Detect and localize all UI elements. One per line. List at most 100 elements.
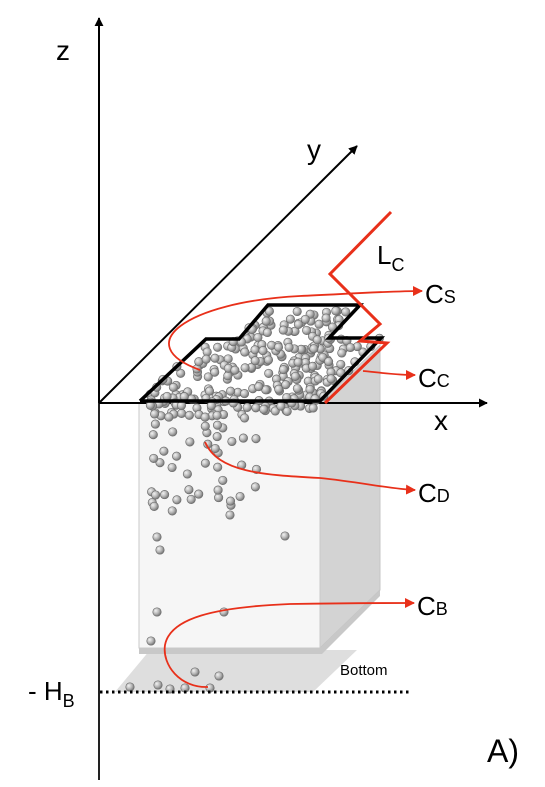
particle — [302, 325, 312, 335]
particle — [213, 485, 223, 495]
particle — [155, 458, 165, 468]
particle — [148, 430, 158, 440]
particle — [210, 367, 220, 377]
particle — [337, 348, 347, 358]
particle — [194, 489, 204, 499]
cs-curve — [168, 286, 423, 371]
particle — [263, 355, 274, 365]
particle — [153, 680, 163, 690]
particle — [258, 346, 268, 356]
particle — [150, 419, 160, 429]
particle — [300, 314, 310, 324]
particle — [285, 314, 295, 324]
particle — [293, 357, 303, 367]
particle — [274, 384, 284, 394]
cd-curve — [204, 441, 416, 495]
particle — [327, 322, 338, 332]
particle — [226, 386, 236, 396]
particle — [213, 342, 223, 352]
cs-label: CS — [425, 279, 456, 309]
particle — [309, 344, 319, 354]
particle — [225, 510, 235, 520]
particle — [184, 485, 194, 495]
particle — [278, 365, 288, 375]
particle — [204, 386, 215, 396]
particle — [210, 443, 220, 454]
particle — [212, 420, 223, 430]
particle — [242, 402, 252, 412]
particle — [240, 363, 250, 373]
particle — [250, 482, 260, 492]
panel-label: A) — [487, 733, 519, 769]
particle — [313, 374, 323, 384]
particle — [168, 382, 178, 392]
cc-label: CC — [418, 363, 450, 393]
particle — [190, 667, 200, 677]
particle — [214, 493, 224, 503]
particle — [172, 495, 182, 505]
particle — [185, 437, 195, 447]
particle — [201, 354, 211, 364]
particle — [218, 475, 228, 485]
particle — [200, 421, 210, 431]
particle — [152, 532, 162, 542]
particle — [312, 335, 322, 345]
particle — [213, 462, 223, 472]
particle — [292, 383, 302, 394]
particle — [273, 342, 284, 352]
particle — [280, 531, 290, 541]
particle — [167, 506, 177, 516]
particle — [262, 327, 272, 338]
particle — [250, 345, 260, 355]
y-axis-label: y — [307, 134, 321, 165]
particle — [292, 306, 302, 317]
z-axis-label: z — [56, 35, 70, 66]
lc-label: LC — [377, 240, 404, 275]
particle — [200, 458, 210, 468]
particle — [149, 501, 159, 511]
particle — [150, 409, 160, 419]
particle — [254, 382, 264, 392]
particle — [284, 342, 294, 352]
particle — [151, 490, 161, 500]
particle — [152, 607, 162, 617]
particle — [259, 404, 269, 414]
cb-curve — [163, 598, 415, 688]
particle — [282, 406, 292, 416]
hb-label: - HB — [28, 676, 75, 711]
particle — [182, 469, 192, 479]
particle — [345, 342, 355, 353]
particle — [326, 374, 336, 384]
y-axis — [98, 145, 358, 404]
particle — [164, 412, 174, 422]
particle — [210, 353, 220, 363]
particle — [155, 545, 165, 555]
particle — [314, 319, 324, 329]
particle — [238, 433, 248, 443]
particles — [125, 306, 384, 694]
particle — [212, 410, 222, 420]
particle — [251, 434, 261, 444]
particle — [278, 325, 288, 335]
particle — [230, 365, 240, 375]
particle — [149, 453, 159, 463]
particle — [177, 408, 187, 418]
particle — [251, 403, 261, 413]
particle — [305, 384, 315, 394]
particle — [186, 494, 196, 504]
x-axis-label: x — [434, 405, 448, 436]
particle — [308, 361, 318, 371]
particle — [168, 427, 178, 437]
particle — [160, 490, 170, 500]
particle — [341, 307, 351, 317]
particle — [125, 682, 135, 692]
particle — [239, 389, 250, 399]
particle — [214, 671, 224, 681]
particle — [293, 319, 303, 329]
particle — [235, 491, 245, 502]
particle — [250, 356, 260, 366]
particle — [308, 403, 318, 413]
particle — [223, 371, 233, 381]
particle — [331, 306, 341, 316]
